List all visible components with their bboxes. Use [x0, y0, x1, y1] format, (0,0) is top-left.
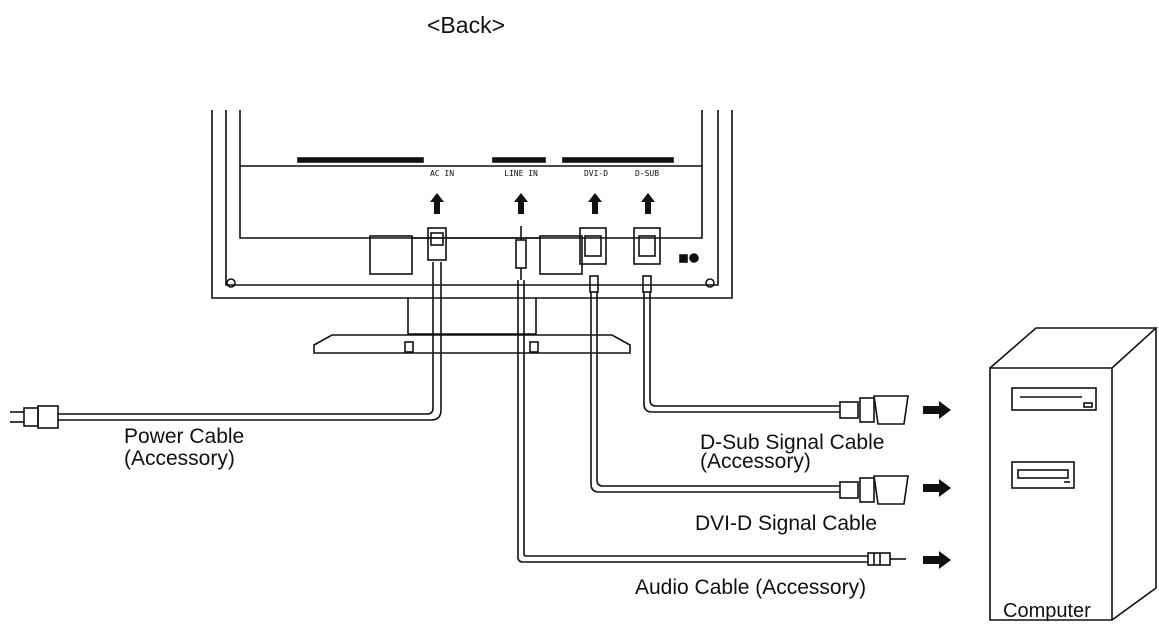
monitor-stand: [313, 235, 631, 354]
dsub-plug-computer: [839, 395, 909, 425]
monitor-back: [211, 110, 733, 299]
dvi-cable-label: DVI-D Signal Cable: [695, 512, 878, 535]
audio-cable-label: Audio Cable (Accessory): [635, 576, 867, 599]
power-plug-wall: [10, 405, 59, 429]
power-cable: [58, 282, 442, 421]
audio-plug-computer: [867, 552, 906, 566]
power-cable-label-line1: Power Cable: [124, 425, 245, 448]
power-cable-label: Power Cable (Accessory): [124, 426, 244, 470]
dvi-plug-computer: [839, 475, 909, 505]
port-arrows: [430, 193, 655, 214]
computer-label: Computer: [1003, 600, 1091, 622]
dsub-plug-monitor: [633, 227, 661, 293]
diagram-heading: <Back>: [427, 12, 505, 38]
dvi-cable: [590, 292, 840, 493]
port-label-d-sub: D-SUB: [635, 169, 659, 178]
computer-arrows: [923, 401, 951, 569]
port-label-dvi-d: DVI-D: [584, 169, 608, 178]
dsub-cable: [643, 292, 840, 413]
dsub-cable-label: D-Sub Signal Cable (Accessory): [700, 432, 884, 473]
port-label-line-in: LINE IN: [504, 169, 538, 178]
dvi-plug-monitor: [579, 227, 607, 293]
power-cable-label-line2: (Accessory): [124, 447, 235, 470]
dsub-cable-label-line2: (Accessory): [700, 450, 811, 473]
port-label-ac-in: AC IN: [430, 169, 454, 178]
dsub-cable-label-line1: D-Sub Signal Cable: [700, 431, 885, 454]
power-plug-monitor: [427, 227, 447, 282]
kensington-lock-icon: [679, 253, 699, 263]
audio-plug-monitor: [515, 226, 527, 280]
computer-tower: [989, 327, 1159, 621]
audio-cable: [517, 280, 868, 563]
